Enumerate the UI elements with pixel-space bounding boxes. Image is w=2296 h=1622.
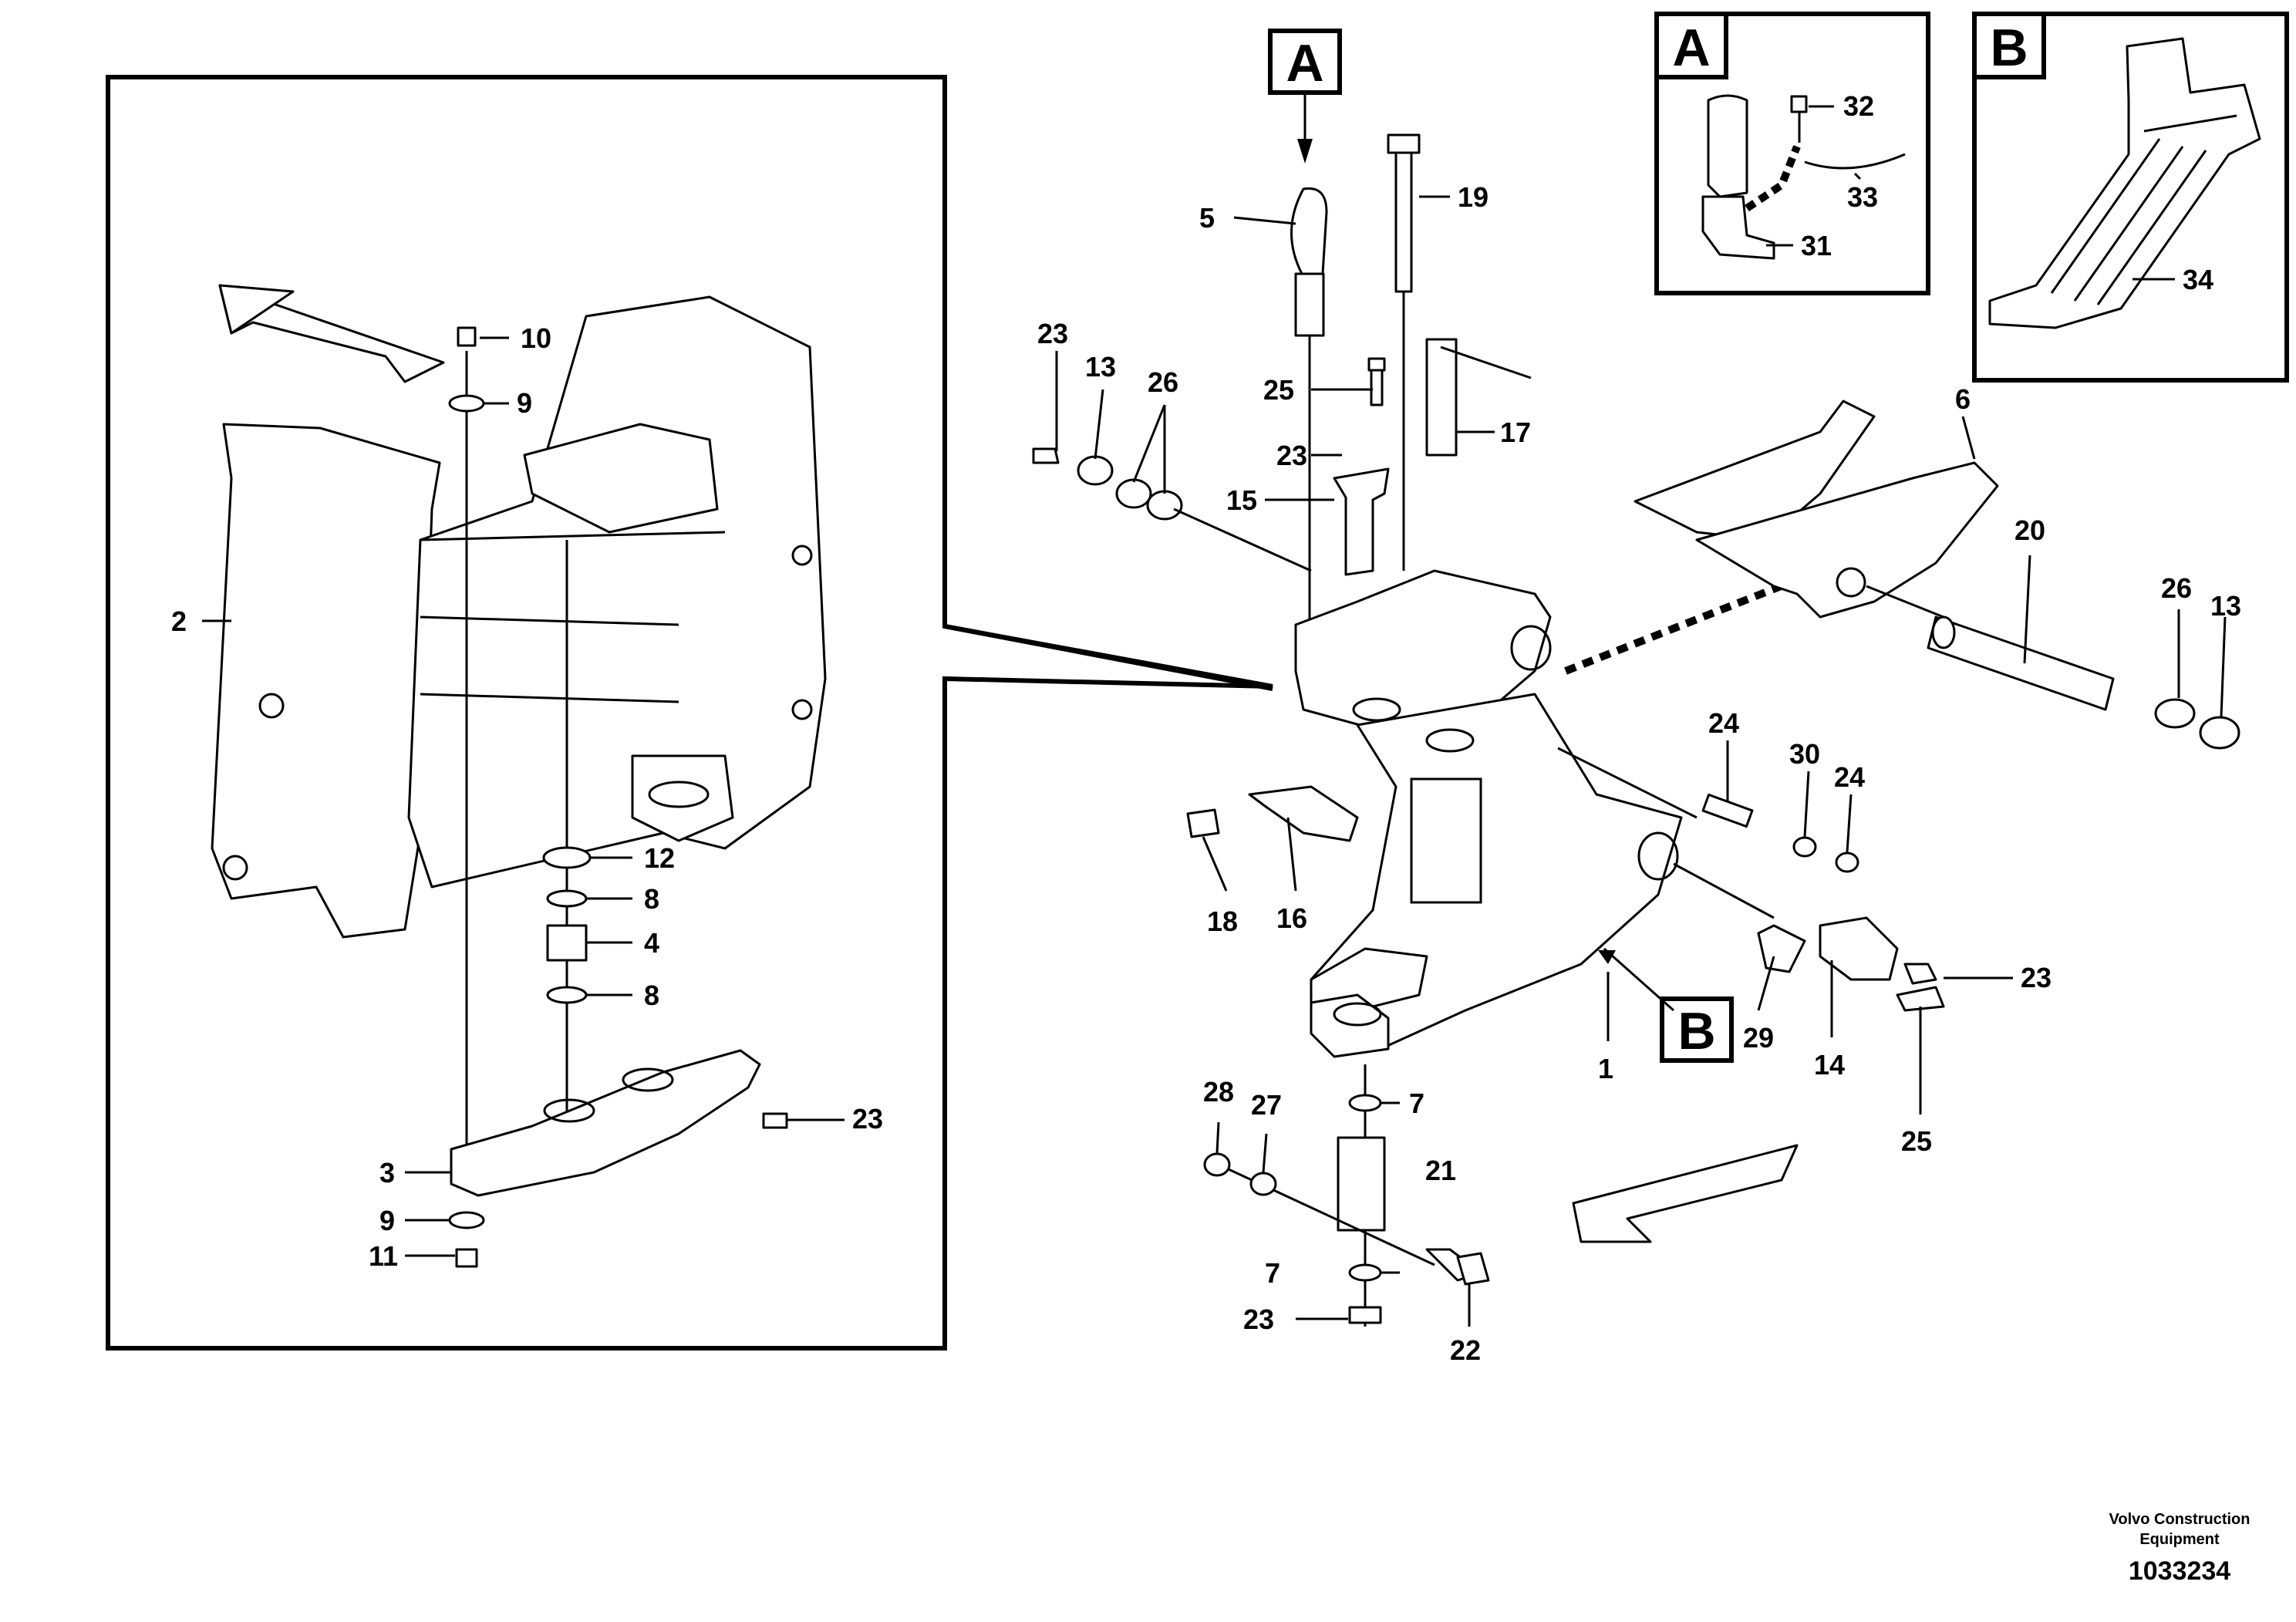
pin-14-assembly	[1673, 862, 1945, 1012]
part-label-4: 4	[644, 927, 659, 959]
part-label-34: 34	[2183, 264, 2213, 295]
left-fastener-stack	[448, 326, 592, 1268]
part-label-13: 13	[1085, 351, 1116, 383]
part-label-19: 19	[1458, 181, 1489, 213]
part-label-16: 16	[1276, 902, 1307, 934]
part-label-24b: 24	[1834, 761, 1865, 793]
footer-company-line2: Equipment	[2139, 1531, 2220, 1548]
part-label-15: 15	[1226, 484, 1257, 516]
part-label-2: 2	[171, 605, 187, 637]
footer-company-line1: Volvo Construction	[2109, 1511, 2250, 1528]
part-label-27: 27	[1251, 1089, 1282, 1121]
part-label-18: 18	[1207, 905, 1238, 937]
part-label-9b: 9	[379, 1205, 395, 1236]
part-label-32: 32	[1843, 90, 1874, 122]
main-leader-lines	[1055, 195, 2227, 1327]
part-label-11: 11	[369, 1240, 398, 1272]
part-label-23d: 23	[2021, 962, 2052, 993]
part-label-25b: 25	[1901, 1125, 1932, 1157]
part-label-17: 17	[1500, 416, 1531, 448]
left-leader-lines	[202, 336, 845, 1257]
part-label-9: 9	[517, 387, 532, 419]
bushing-15-drawing	[1333, 467, 1390, 576]
front-frame-drawing	[211, 295, 827, 939]
part-label-6: 6	[1955, 383, 1971, 415]
part-label-26: 26	[1148, 366, 1178, 398]
part-label-7b: 7	[1265, 1257, 1280, 1289]
view-b-letter: B	[1677, 1002, 1715, 1061]
part-label-28: 28	[1203, 1076, 1234, 1108]
link-lever-drawing	[1633, 400, 1999, 619]
part-label-14: 14	[1814, 1049, 1845, 1081]
part-label-23: 23	[852, 1103, 883, 1135]
part-label-26b: 26	[2161, 572, 2192, 604]
long-bolt-drawing	[1387, 133, 1421, 571]
footer-block: Volvo Construction Equipment 1033234	[2109, 1511, 2250, 1586]
part-label-5: 5	[1199, 202, 1215, 234]
part-label-33: 33	[1847, 181, 1878, 213]
view-a-callout: A	[1268, 29, 1342, 164]
stud-nut-set	[1557, 747, 1859, 873]
part-label-21: 21	[1425, 1155, 1456, 1186]
detail-box-b: B	[1972, 12, 2289, 383]
part-label-20: 20	[2014, 514, 2045, 546]
part-label-24: 24	[1708, 707, 1739, 739]
part-label-25: 25	[1263, 374, 1294, 406]
part-label-7: 7	[1409, 1088, 1424, 1119]
part-label-13b: 13	[2210, 590, 2241, 622]
small-pin-25-drawing	[1367, 357, 1386, 406]
part-label-8b: 8	[644, 980, 659, 1011]
part-label-12: 12	[644, 842, 675, 874]
part-label-31: 31	[1801, 230, 1832, 261]
pin-17-drawing	[1425, 338, 1532, 457]
axle-cradle-drawing	[450, 1049, 788, 1197]
bracket-16-drawing	[1186, 785, 1359, 842]
part-label-30: 30	[1789, 738, 1820, 770]
direction-arrow-icon	[218, 284, 445, 383]
part-label-1: 1	[1598, 1053, 1613, 1084]
main-bracket-drawing	[1294, 569, 1683, 1058]
part-label-3: 3	[379, 1157, 395, 1189]
lower-pin-stack	[1203, 1064, 1490, 1327]
part-label-23e: 23	[1243, 1303, 1274, 1335]
part-label-29: 29	[1743, 1022, 1774, 1054]
part-label-23b: 23	[1037, 318, 1068, 349]
view-a-letter: A	[1286, 34, 1323, 93]
hitch-pin-drawing	[1290, 187, 1328, 640]
part-label-8: 8	[644, 883, 659, 915]
view-b-callout: B	[1598, 947, 1734, 1063]
part-labels: 10 9 2 12 8 4 8 23 3 9 11 5 19 23 13 26 …	[171, 90, 2241, 1366]
part-label-23c: 23	[1276, 440, 1307, 471]
pin-20-drawing	[1866, 585, 2240, 750]
detail-box-a: A	[1654, 12, 1930, 295]
detail-b-letter: B	[1990, 19, 2028, 77]
footer-drawing-number: 1033234	[2129, 1556, 2230, 1586]
part-label-22: 22	[1450, 1334, 1481, 1366]
direction-arrow-icon-lower	[1572, 1144, 1799, 1243]
part-label-10: 10	[521, 322, 551, 354]
frame-detail-view	[106, 75, 1273, 1351]
seal-ring-set	[1032, 447, 1312, 572]
detail-a-letter: A	[1672, 19, 1710, 77]
